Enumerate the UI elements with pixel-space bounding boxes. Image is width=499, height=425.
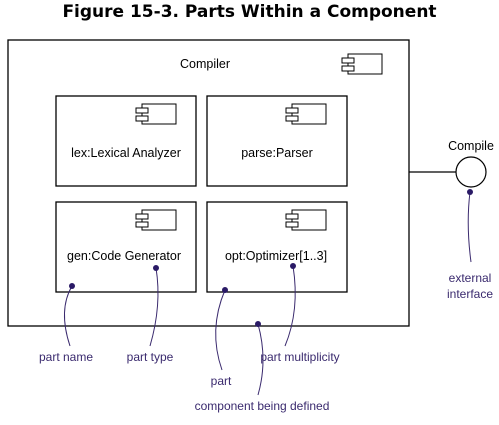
component-icon <box>135 209 177 231</box>
part-label-gen: gen:Code Generator <box>67 249 181 263</box>
part-box-lex <box>55 95 197 187</box>
figure-title: Figure 15-3. Parts Within a Component <box>62 2 437 22</box>
component-icon <box>285 209 327 231</box>
component-icon <box>285 103 327 125</box>
compiler-component-box <box>7 39 410 327</box>
compiler-label: Compiler <box>180 57 230 71</box>
annotation-external-interface-1: external <box>449 271 492 285</box>
part-box-opt <box>206 201 348 293</box>
annotation-component-being-defined: component being defined <box>195 399 330 413</box>
annotation-part: part <box>211 374 232 388</box>
component-icon <box>341 53 383 75</box>
interface-lollipop <box>455 156 487 188</box>
annotation-external-interface-2: interface <box>447 287 493 301</box>
annotation-part-multiplicity: part multiplicity <box>260 350 339 364</box>
part-label-parse: parse:Parser <box>241 146 313 160</box>
part-label-opt: opt:Optimizer[1..3] <box>225 249 327 263</box>
component-icon <box>135 103 177 125</box>
annotation-pointers <box>64 191 472 396</box>
part-box-gen <box>55 201 197 293</box>
annotation-dots <box>69 189 473 327</box>
part-box-parse <box>206 95 348 187</box>
annotation-part-name: part name <box>39 350 93 364</box>
annotation-part-type: part type <box>127 350 174 364</box>
part-label-lex: lex:Lexical Analyzer <box>71 146 181 160</box>
interface-label: Compile <box>448 139 494 153</box>
